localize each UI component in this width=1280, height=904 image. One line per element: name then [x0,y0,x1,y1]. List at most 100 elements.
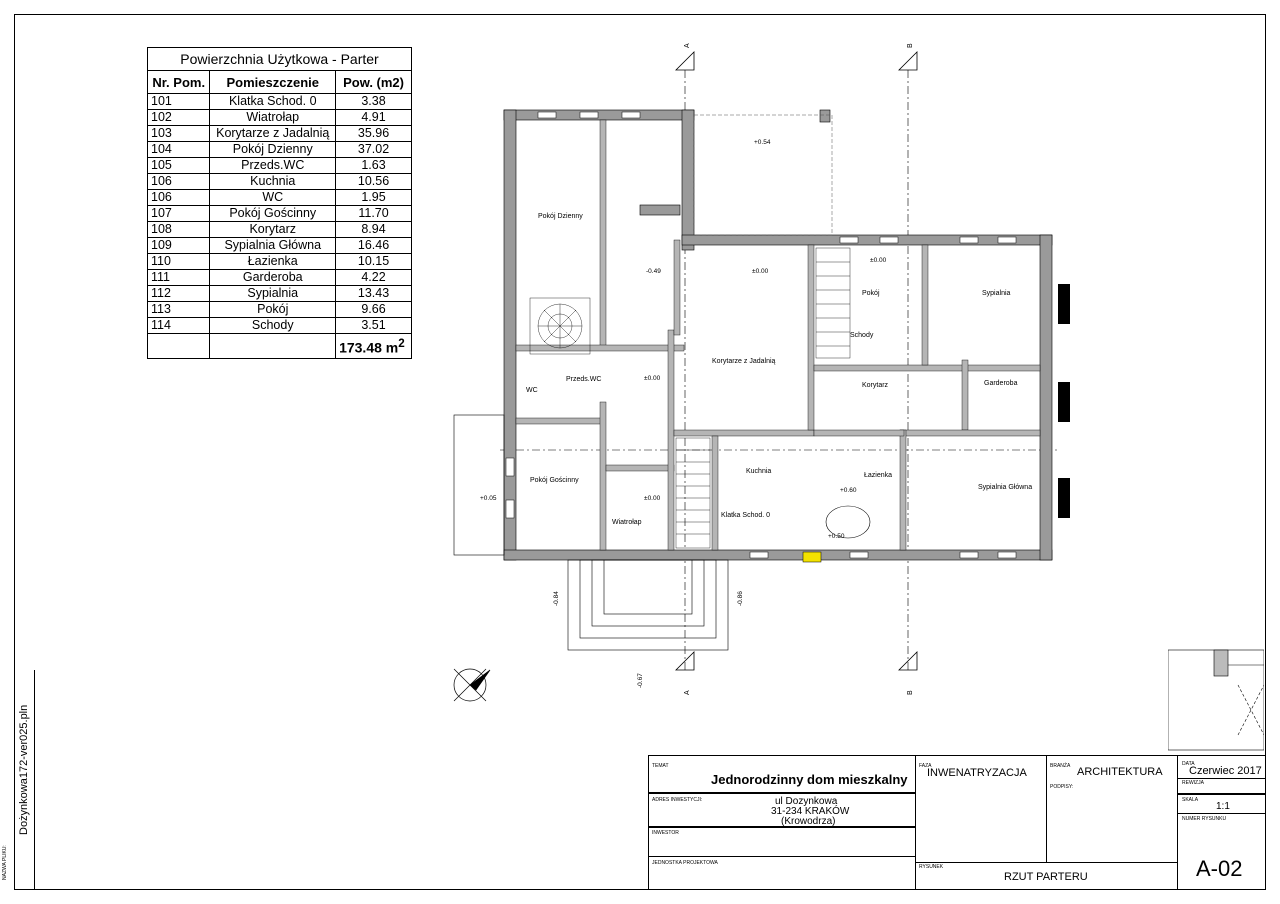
room-number: 105 [146,157,211,174]
room-area: 3.38 [335,93,412,110]
room-number: 104 [146,141,211,158]
adres-line3: (Krowodrza) [781,816,836,827]
faza-value: INWENATRYZACJA [927,767,1027,779]
numer-value: A-02 [1196,856,1243,881]
room-number: 101 [146,93,211,110]
room-wiatrolap: Wiatrołap [612,519,642,526]
level-000-b: ±0.00 [870,257,887,264]
level-049: -0.49 [646,268,661,275]
total-value: 173.48 m [339,339,399,356]
rysunek-value: RZUT PARTERU [1004,871,1088,883]
radiators [1058,284,1070,518]
room-area: 1.63 [335,157,412,174]
room-name: Sypialnia Główna [209,237,337,254]
room-area: 35.96 [335,125,412,142]
header-room: Pomieszczenie [209,70,337,94]
room-name: Korytarz [209,221,337,238]
right-column [1177,755,1266,890]
room-area: 4.91 [335,109,412,126]
inwestor-label: INWESTOR [652,830,679,836]
room-area: 16.46 [335,237,412,254]
total-empty [209,333,337,359]
floor-rosette [529,297,591,355]
room-area: 10.56 [335,173,412,190]
room-sypialnia-glowna: Sypialnia Główna [978,484,1032,491]
room-pokoj-dzienny: Pokój Dzienny [538,213,583,220]
room-name: Łazienka [209,253,337,270]
data-value: Czerwiec 2017 [1189,765,1262,777]
room-name: Kuchnia [209,173,337,190]
temat-label: TEMAT [652,763,669,769]
level-054: +0.54 [754,139,771,146]
room-korytarze: Korytarze z Jadalnią [712,358,776,365]
level-086: -0.86 [737,591,744,606]
jednostka-label: JEDNOSTKA PROJEKTOWA [652,860,718,866]
sidebar-label: NAZWA PLIKU: [2,845,8,880]
room-area: 4.22 [335,269,412,286]
level-000-a: ±0.00 [752,268,769,275]
branza-value: ARCHITEKTURA [1077,766,1163,778]
room-name: Pokój Gościnny [209,205,337,222]
adres-line1: ul Dozynkowa [775,796,838,807]
room-number: 113 [146,301,211,318]
room-number: 107 [146,205,211,222]
room-area: 37.02 [335,141,412,158]
room-number: 112 [146,285,211,302]
table-caption: Powierzchnia Użytkowa - Parter [147,47,412,71]
header-number: Nr. Pom. [146,70,211,94]
entrance-steps [567,559,729,651]
room-name: Pokój Dzienny [209,141,337,158]
north-arrow-icon [453,668,491,702]
rysunek-label: RYSUNEK [919,864,944,870]
room-name: Wiatrołap [209,109,337,126]
interior-walls [515,119,1041,551]
room-sypialnia: Sypialnia [982,290,1011,297]
header-area: Pow. (m2) [335,70,412,94]
room-area: 13.43 [335,285,412,302]
entrance-marker [802,551,822,563]
room-name: Przeds.WC [209,157,337,174]
level-marks: +0.54 -0.49 ±0.00 ±0.00 ±0.00 ±0.00 +0.0… [480,139,887,688]
level-000-d: ±0.00 [644,495,661,502]
room-kuchnia: Kuchnia [746,468,771,475]
level-084: -0.84 [553,591,560,606]
section-markers [675,51,918,671]
room-name: Klatka Schod. 0 [209,93,337,110]
adres-line2: 31-234 KRAKÓW [771,806,850,817]
room-number: 114 [146,317,211,334]
room-name: Sypialnia [209,285,337,302]
sidebar-filename: Dożynkowa172-ver025.pln [18,704,30,835]
rewizja-cell [1177,778,1266,794]
room-name: Pokój [209,301,337,318]
branza-label: BRANŻA [1050,763,1071,769]
room-area: 11.70 [335,205,412,222]
room-number: 103 [146,125,211,142]
total-area: 173.48 m2 [335,333,412,359]
floor-plan: A B A B [453,43,1070,702]
room-name: Schody [209,317,337,334]
skala-value: 1:1 [1216,801,1230,812]
room-number: 110 [146,253,211,270]
room-number: 111 [146,269,211,286]
room-przeds-wc: Przeds.WC [566,376,601,383]
numer-label: NUMER RYSUNKU [1182,816,1227,822]
terrace-outline [693,114,833,236]
room-name: WC [209,189,337,206]
room-garderoba: Garderoba [984,380,1018,387]
room-pokoj: Pokój [862,290,880,297]
west-terrace [453,414,505,556]
windows [505,111,1017,559]
room-klatka: Klatka Schod. 0 [721,512,770,519]
room-area: 9.66 [335,301,412,318]
room-pokoj-goscinny: Pokój Gościnny [530,477,579,484]
room-schody: Schody [850,332,874,339]
room-labels: Pokój Dzienny WC Przeds.WC Pokój Gościnn… [526,213,1032,526]
section-a-bottom: A [684,690,691,695]
